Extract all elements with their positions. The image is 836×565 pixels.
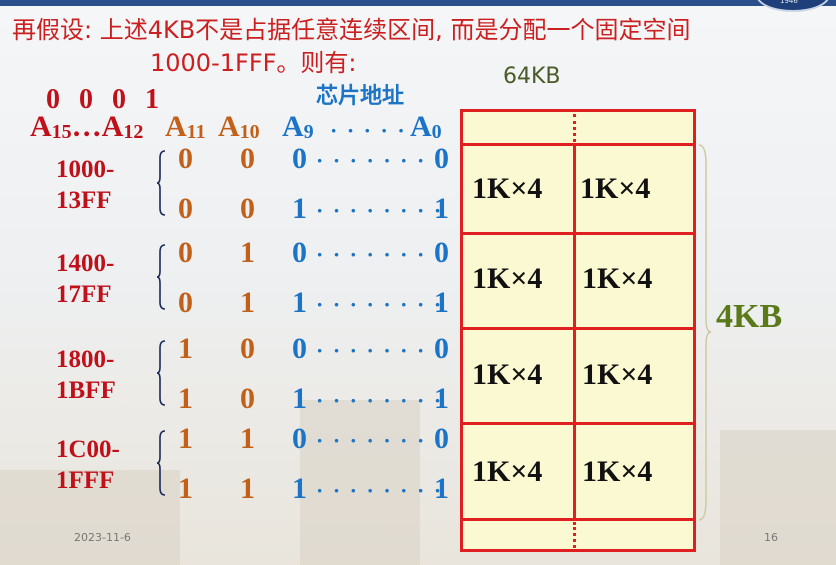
bit-a10: 1: [240, 472, 255, 505]
header-a11: A11: [165, 110, 206, 143]
header-a0: A0: [410, 110, 442, 143]
bit-a11: 0: [178, 142, 193, 175]
bit-a9: 1: [292, 472, 307, 505]
university-logo: 1946: [756, 0, 830, 12]
bit-a9: 1: [292, 382, 307, 415]
chip-cell: 1K×4: [582, 262, 653, 295]
bit-a9: 1: [292, 286, 307, 319]
background-building: [0, 470, 180, 565]
bit-dots: · · · · · · · ·: [316, 292, 444, 317]
bit-dots: · · · · · · · ·: [316, 478, 444, 503]
bit-a0: 0: [434, 236, 449, 269]
bit-a10: 0: [240, 192, 255, 225]
bit-a11: 1: [178, 382, 193, 415]
slide-title-line1: 再假设: 上述4KB不是占据任意连续区间, 而是分配一个固定空间: [12, 16, 691, 44]
memory-chip-array: [460, 109, 696, 552]
chip-address-label: 芯片地址: [316, 84, 405, 109]
row-divider: [460, 232, 696, 235]
top-banner: [0, 0, 836, 6]
prefix-bits: 0 0 0 1: [46, 84, 165, 115]
bit-dots: · · · · · · · ·: [316, 148, 444, 173]
left-brace: [156, 150, 166, 216]
chip-cell: 1K×4: [580, 172, 651, 205]
bit-dots: · · · · · · · ·: [316, 242, 444, 267]
right-brace: [698, 144, 712, 521]
bit-a0: 0: [434, 142, 449, 175]
header-a15-a12: A15…A12: [30, 110, 144, 143]
left-brace: [156, 340, 166, 406]
left-brace: [156, 430, 166, 496]
dotted-divider-bottom: [573, 522, 576, 548]
address-range-label: 1800-1BFF: [56, 346, 116, 404]
chip-cell: 1K×4: [472, 262, 543, 295]
logo-year: 1946: [780, 0, 798, 5]
address-range-label: 1C00-1FFF: [56, 436, 120, 494]
chip-cell: 1K×4: [472, 358, 543, 391]
bit-a11: 0: [178, 286, 193, 319]
address-range-label: 1000-13FF: [56, 156, 115, 214]
bit-a0: 0: [434, 332, 449, 365]
memory-size-label: 64KB: [503, 64, 561, 89]
bit-a0: 1: [434, 286, 449, 319]
dotted-divider-top: [573, 114, 576, 142]
slide-title-line2: 1000-1FFF。则有:: [150, 49, 357, 77]
bit-a10: 0: [240, 332, 255, 365]
bit-a9: 0: [292, 332, 307, 365]
chip-cell: 1K×4: [472, 172, 543, 205]
bit-a0: 0: [434, 422, 449, 455]
bit-dots: · · · · · · · ·: [316, 428, 444, 453]
background-building: [720, 430, 836, 565]
bit-a0: 1: [434, 382, 449, 415]
bit-a10: 0: [240, 382, 255, 415]
bit-a0: 1: [434, 472, 449, 505]
bit-dots: · · · · · · · ·: [316, 338, 444, 363]
header-a10: A10: [218, 110, 260, 143]
chip-cell: 1K×4: [582, 358, 653, 391]
bit-dots: · · · · · · · ·: [316, 388, 444, 413]
row-divider: [460, 143, 696, 146]
bit-a9: 1: [292, 192, 307, 225]
total-size-label: 4KB: [716, 298, 783, 335]
header-dots: · · · · ·: [330, 118, 407, 143]
bit-a11: 0: [178, 236, 193, 269]
bit-a10: 1: [240, 286, 255, 319]
chip-cell: 1K×4: [582, 455, 653, 488]
header-a9: A9: [282, 110, 314, 143]
left-brace: [156, 244, 166, 310]
bit-a10: 1: [240, 422, 255, 455]
bit-a9: 0: [292, 142, 307, 175]
slide-number: 16: [764, 531, 778, 544]
row-divider: [460, 422, 696, 425]
bit-a9: 0: [292, 422, 307, 455]
row-divider: [460, 518, 696, 521]
bit-a11: 1: [178, 422, 193, 455]
slide-date: 2023-11-6: [74, 531, 131, 544]
address-range-label: 1400-17FF: [56, 250, 115, 308]
bit-a9: 0: [292, 236, 307, 269]
bit-a11: 1: [178, 472, 193, 505]
background-building: [300, 400, 420, 565]
bit-dots: · · · · · · · ·: [316, 198, 444, 223]
column-divider: [573, 145, 576, 519]
bit-a0: 1: [434, 192, 449, 225]
bit-a11: 1: [178, 332, 193, 365]
row-divider: [460, 327, 696, 330]
chip-cell: 1K×4: [472, 455, 543, 488]
bit-a11: 0: [178, 192, 193, 225]
bit-a10: 1: [240, 236, 255, 269]
bit-a10: 0: [240, 142, 255, 175]
